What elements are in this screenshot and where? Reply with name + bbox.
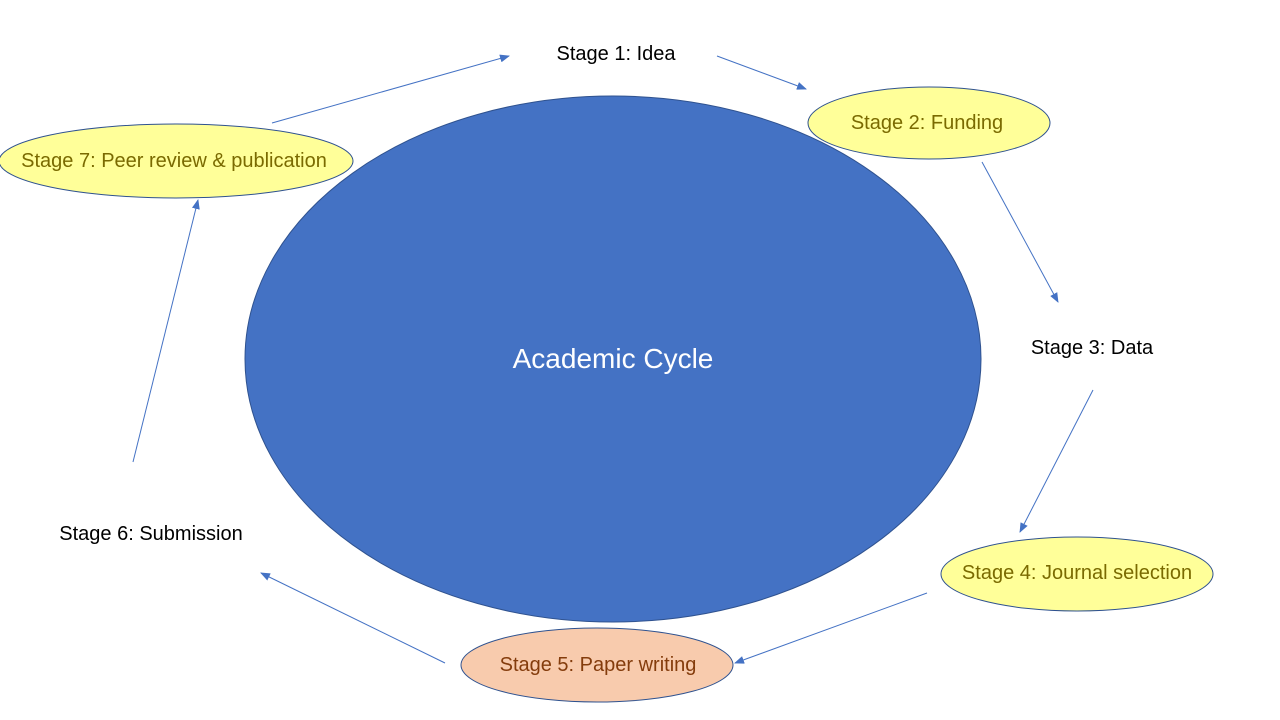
stage-2-label: Stage 2: Funding [850,112,1004,134]
stage-5-label: Stage 5: Paper writing [499,654,697,676]
stage-2-ellipse [807,86,1051,160]
stage-4-ellipse [940,536,1214,612]
arrow-stage-3-to-stage-4 [1019,389,1094,533]
stage-5-ellipse [460,627,734,703]
arrow-stage-2-to-stage-3 [981,161,1059,303]
arrow-stage-6-to-stage-7 [132,199,200,463]
stage-3-label: Stage 3: Data [1030,337,1154,359]
stage-4-label: Stage 4: Journal selection [961,562,1193,584]
center-title: Academic Cycle [512,343,714,374]
arrow-stage-5-to-stage-6 [260,572,446,664]
center-ellipse [244,95,982,623]
stage-1-label: Stage 1: Idea [556,43,676,65]
arrow-stage-1-to-stage-2 [716,55,807,90]
stage-7-label: Stage 7: Peer review & publication [21,150,327,172]
stage-6-label: Stage 6: Submission [59,523,243,545]
arrow-stage-7-to-stage-1 [271,54,510,124]
stage-7-ellipse [0,123,354,199]
arrow-stage-4-to-stage-5 [734,592,928,664]
